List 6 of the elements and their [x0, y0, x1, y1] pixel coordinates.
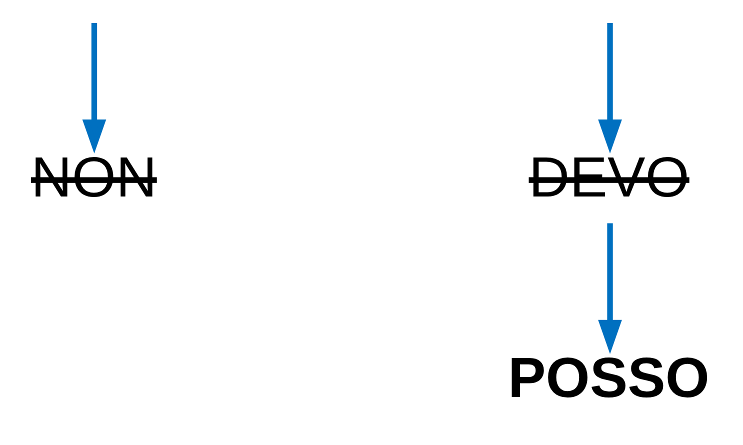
node-text: NON — [30, 146, 157, 210]
node-text: DEVO — [528, 146, 690, 210]
arrow — [598, 23, 622, 154]
arrow — [82, 23, 106, 154]
arrow — [598, 223, 622, 354]
node-text: POSSO — [508, 346, 710, 410]
